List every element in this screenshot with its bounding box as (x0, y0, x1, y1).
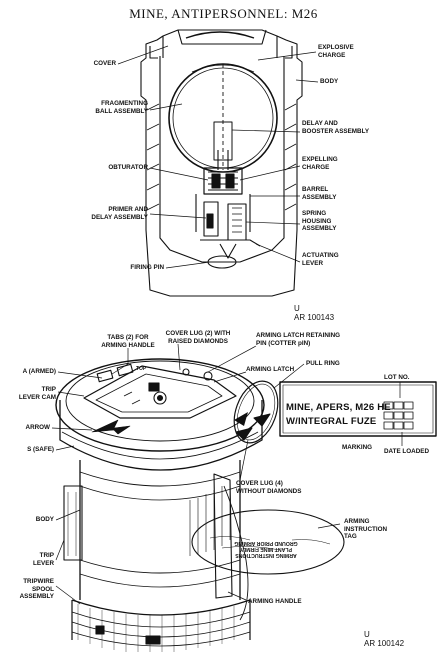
label-trip-lever-cam: TRIP LEVER CAM (18, 386, 56, 401)
label-expelling-charge: EXPELLING CHARGE (302, 156, 338, 171)
label-lot-no: LOT NO. (384, 374, 410, 381)
label-date-loaded: DATE LOADED (384, 448, 430, 455)
label-firing-pin: FIRING PIN (130, 264, 164, 271)
figure1-code: U AR 100143 (294, 304, 335, 322)
label-obturator: OBTURATOR (108, 164, 148, 171)
label-fragmenting-ball: FRAGMENTING BALL ASSEMBLY (95, 100, 148, 115)
cutaway-mine-drawing (117, 29, 319, 297)
exterior-mine-drawing (51, 343, 437, 652)
label-marking: MARKING (342, 444, 373, 451)
label-s-safe: S (SAFE) (27, 446, 54, 453)
label-trip-lever: TRIP LEVER (33, 552, 54, 567)
arming-tag-text: ARMING INSTRUCTIONS PLANT MINE FIRMLY GR… (234, 540, 298, 558)
label-barrel-assembly: BARREL ASSEMBLY (302, 186, 337, 201)
label-a-armed: A (ARMED) (22, 368, 56, 375)
label-body-fig2: BODY (35, 516, 54, 523)
label-explosive-charge: EXPLOSIVE CHARGE (318, 44, 354, 59)
label-actuating-lever: ACTUATING LEVER (302, 252, 339, 267)
figure2-code: U AR 100142 (364, 630, 405, 648)
label-primer-delay: PRIMER AND DELAY ASSEMBLY (91, 206, 148, 221)
label-latch-pin: ARMING LATCH RETAINING PIN (COTTER pIN) (256, 332, 341, 347)
diagram-title: MINE, ANTIPERSONNEL: M26 (129, 6, 318, 21)
label-top: TOP (136, 366, 147, 372)
label-body-fig1: BODY (320, 78, 339, 85)
marking-line-2: W/INTEGRAL FUZE (286, 416, 377, 427)
label-arrow: ARROW (25, 424, 50, 431)
label-tabs: TABS (2) FOR ARMING HANDLE (101, 334, 155, 349)
label-cover-lug-raised: COVER LUG (2) WITH RAISED DIAMONDS (165, 330, 231, 345)
marking-line-1: MINE, APERS, M26 HE (286, 402, 391, 413)
label-tripwire-spool: TRIPWIRE SPOOL ASSEMBLY (19, 578, 54, 600)
label-arming-handle: ARMING HANDLE (248, 598, 302, 605)
label-delay-booster: DELAY AND BOOSTER ASSEMBLY (302, 120, 370, 135)
label-pull-ring: PULL RING (306, 360, 340, 367)
label-cover: COVER (93, 60, 116, 67)
label-arming-instruction-tag: ARMING INSTRUCTION TAG (344, 518, 388, 540)
label-cover-lug-without: COVER LUG (4) WITHOUT DIAMONDS (236, 480, 302, 495)
label-spring-housing: SPRING HOUSING ASSEMBLY (302, 210, 337, 232)
label-arming-latch: ARMING LATCH (246, 366, 295, 373)
